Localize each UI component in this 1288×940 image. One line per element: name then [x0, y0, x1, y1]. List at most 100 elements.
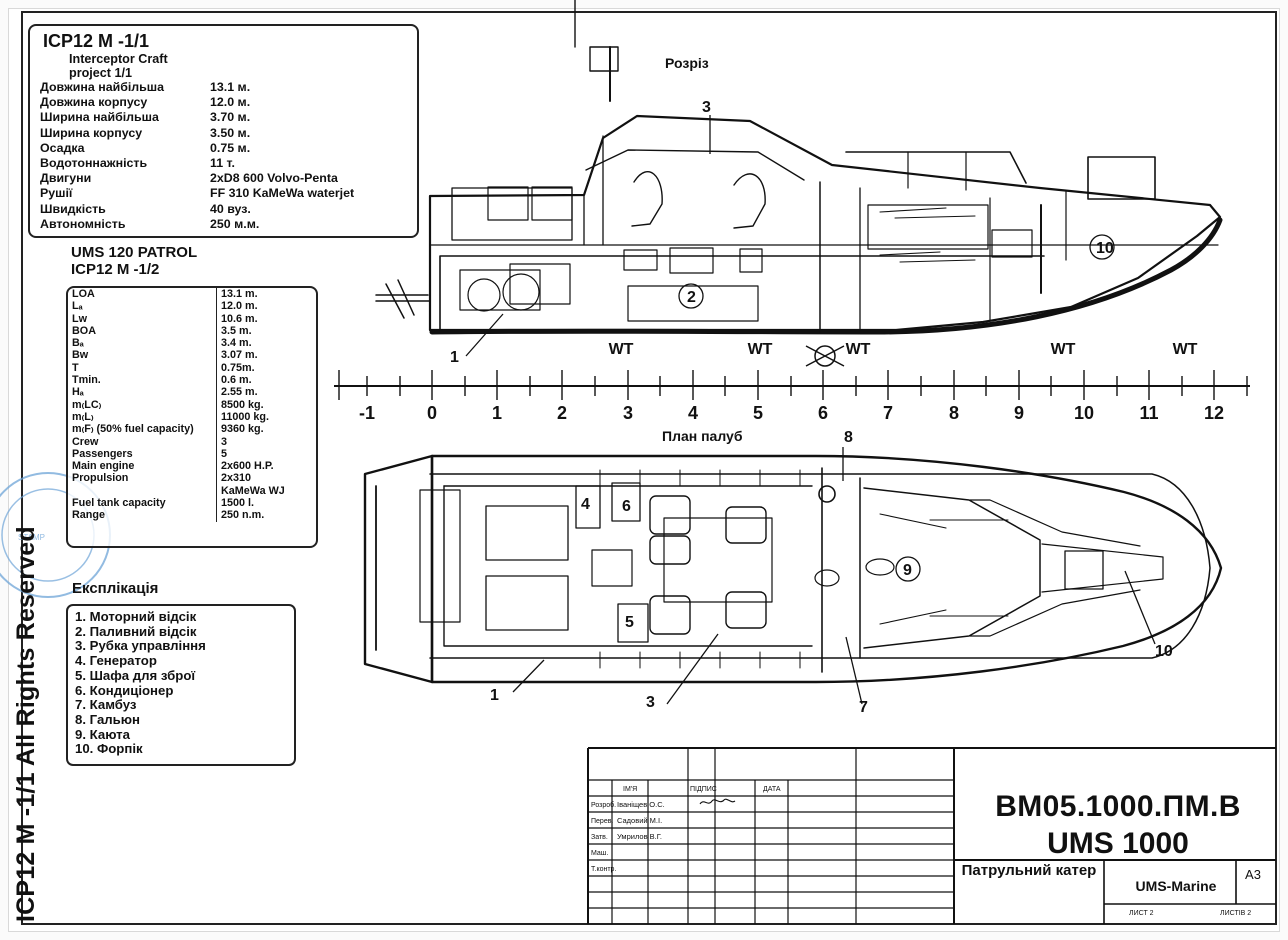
- scale-label: 10: [1074, 403, 1094, 423]
- project-subtitle: project 1/1: [69, 66, 132, 80]
- plan-callout-1: 1: [490, 687, 499, 704]
- spec-label: Довжина корпусу: [40, 95, 148, 110]
- scale-label: 12: [1204, 403, 1224, 423]
- scale-label: 8: [949, 403, 959, 423]
- project-subtitle: Interceptor Craft: [69, 52, 168, 66]
- title-block-role: Т.контр.: [591, 866, 616, 873]
- table-row: Lₐ 12.0 m.: [68, 300, 316, 313]
- table-cell-value: 2.55 m.: [221, 386, 258, 399]
- table-cell-value: 2x600 H.P.: [221, 460, 274, 473]
- plan-callout-5: 5: [625, 614, 634, 631]
- length-scale: -1 0 1 2 3 4 5 6 7 8 9 10 11 12 WT WT WT…: [334, 341, 1250, 423]
- ums-patrol-project: ICP12 M -1/2: [71, 261, 160, 278]
- document-description: Патрульний катер: [961, 862, 1097, 879]
- spec-value: 0.75 м.: [210, 140, 251, 155]
- table-cell-label: T: [68, 361, 217, 375]
- table-row: KaMeWa WJ: [68, 484, 316, 498]
- scale-label: 4: [688, 403, 698, 423]
- scale-label: 3: [623, 403, 633, 423]
- list-item: 1. Моторний відсік: [75, 609, 197, 624]
- table-cell-label: Propulsion: [68, 472, 217, 485]
- document-name: UMS 1000: [1047, 827, 1189, 860]
- spec-value: 13.1 м.: [210, 80, 251, 94]
- table-cell-label: Fuel tank capacity: [68, 497, 217, 510]
- spec-value: 11 т.: [210, 156, 235, 171]
- spec-label: Ширина найбільша: [40, 110, 159, 125]
- plan-callout-4: 4: [581, 496, 590, 513]
- list-item: 8. Гальюн: [75, 711, 141, 727]
- scale-label: 7: [883, 403, 893, 423]
- table-row: m₍LC₎ 8500 kg.: [68, 398, 316, 411]
- project-spec-row: Автономність 250 м.м.: [40, 217, 409, 232]
- plan-callout-7: 7: [859, 699, 868, 716]
- plan-callout-6: 6: [622, 498, 631, 515]
- table-cell-value: 3: [221, 435, 228, 448]
- title-block-person: Садовий М.І.: [617, 816, 662, 825]
- table-cell-label: Crew: [68, 435, 217, 448]
- sheet-format: A3: [1245, 867, 1261, 882]
- spec-value: 3.50 м.: [210, 125, 251, 140]
- table-cell-label: Main engine: [68, 460, 217, 473]
- project-spec-row: Ширина корпусу 3.50 м.: [40, 126, 409, 141]
- scale-label: 1: [492, 403, 502, 423]
- scale-label: 0: [427, 403, 437, 423]
- table-cell-label: Range: [68, 509, 217, 522]
- table-row: m₍L₎11000 kg.: [68, 410, 316, 424]
- scale-label: 11: [1139, 403, 1158, 423]
- table-cell-label: Tmin.: [68, 374, 217, 387]
- spec-label: Швидкість: [40, 201, 106, 216]
- deck-plan: [363, 454, 1223, 684]
- table-row: BOA 3.5 m.: [68, 324, 316, 338]
- list-item: 4. Генератор: [75, 653, 157, 669]
- table-cell-value: 13.1 m.: [221, 288, 258, 300]
- table-cell-value: 10.6 m.: [221, 312, 258, 325]
- table-row: m₍F₎ (50% fuel capacity) 9360 kg.: [68, 423, 316, 436]
- table-cell-label: m₍F₎ (50% fuel capacity): [68, 423, 217, 436]
- scale-label: 5: [753, 403, 763, 423]
- plan-callout-10: 10: [1155, 643, 1173, 660]
- spec-label: Рушії: [40, 186, 73, 201]
- title-block-role: Затв.: [591, 834, 608, 841]
- profile-callout-2: 2: [687, 289, 696, 306]
- plan-callout-8: 8: [844, 429, 853, 446]
- table-cell-label: Bₐ: [68, 337, 217, 350]
- spec-value: 250 м.м.: [210, 216, 260, 231]
- table-row: Tmin.0.6 m.: [68, 374, 316, 387]
- table-cell-label: Lₐ: [68, 300, 217, 313]
- plan-callout-3: 3: [646, 694, 655, 711]
- table-cell-value: 3.5 m.: [221, 324, 252, 337]
- table-cell-value: 12.0 m.: [221, 300, 258, 313]
- title-block-person: Іваніщев О.С.: [617, 800, 665, 809]
- table-cell-label: m₍LC₎: [68, 398, 217, 411]
- list-item: 5. Шафа для зброї: [75, 667, 196, 683]
- plan-callout-9: 9: [903, 562, 912, 579]
- sheet-label: ЛИСТ 2: [1129, 910, 1154, 917]
- table-cell-value: 9360 kg.: [221, 423, 264, 436]
- signature-mark: [699, 798, 736, 805]
- spec-label: Автономність: [40, 216, 126, 231]
- title-block-person: Умрилов В.Г.: [617, 832, 662, 841]
- watertight-label: WT: [1173, 341, 1198, 358]
- project-spec-row: Осадка 0.75 м.: [40, 141, 409, 156]
- list-item: 2. Паливний відсік: [75, 623, 197, 639]
- table-cell-value: 11000 kg.: [221, 410, 270, 423]
- svg-text:STAMP: STAMP: [18, 533, 45, 542]
- table-row: Crew 3: [68, 435, 316, 448]
- table-cell-value: KaMeWa WJ: [221, 484, 285, 497]
- table-cell-value: 8500 kg.: [221, 398, 264, 411]
- watertight-label: WT: [1051, 341, 1076, 358]
- spec-value: FF 310 KaMeWa waterjet: [210, 186, 355, 201]
- project-title: ICP12 M -1/1: [43, 31, 150, 51]
- scale-label: -1: [359, 403, 375, 423]
- table-cell-label: BOA: [68, 324, 217, 338]
- sheets-label: ЛИСТІВ 2: [1220, 910, 1251, 917]
- spec-value: 2xD8 600 Volvo-Penta: [210, 171, 338, 186]
